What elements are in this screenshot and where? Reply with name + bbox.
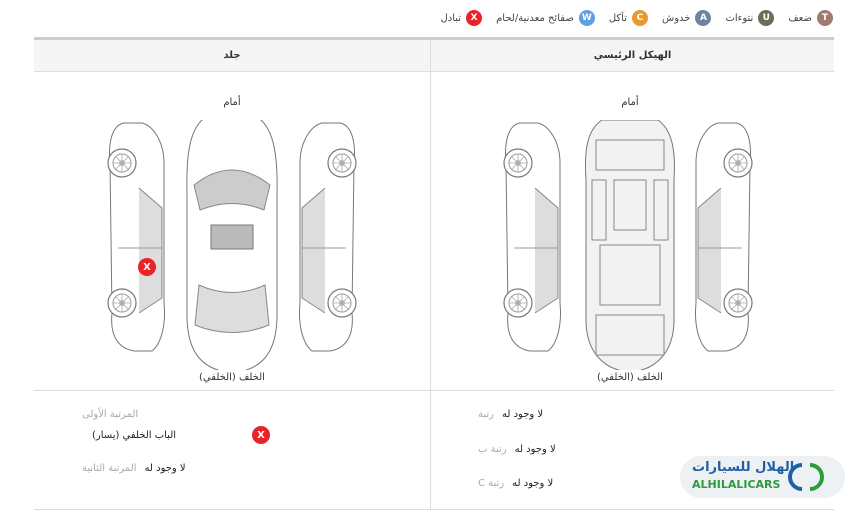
replacement-badge: X <box>252 426 271 444</box>
front-label: أمام <box>621 97 639 108</box>
rank-value: لا وجود له <box>502 409 544 420</box>
legend-item-scratches: A خدوش <box>661 10 712 26</box>
legend-item-weakness: T ضعف <box>788 10 833 26</box>
first-rank-value: الباب الخلفي (يسار) <box>92 429 177 441</box>
second-rank-label: المرتبة الثانية <box>82 463 137 474</box>
legend-item-welding: W صفائح معدنية/لحام <box>496 10 595 26</box>
structure-rank-c-row: لا وجود له رتبة C <box>478 478 553 489</box>
column-divider <box>430 40 431 510</box>
legend-label: ضعف <box>788 12 812 24</box>
leather-car-diagram <box>102 120 367 370</box>
legend-item-dents: U نتوءات <box>725 10 775 26</box>
structure-car-diagram <box>498 120 763 370</box>
damage-marker-rear-door-left[interactable]: X <box>138 258 156 276</box>
legend-badge: C <box>631 10 648 26</box>
alhilal-cars-logo: الهلال للسيارات ALHILALICARS <box>680 456 845 498</box>
legend-badge: X <box>466 10 483 26</box>
logo-mark-icon <box>788 463 824 491</box>
first-rank-label: المرتبة الأولى <box>82 409 139 420</box>
structure-rank-row: لا وجود له رتبة <box>478 409 543 420</box>
legend-label: خدوش <box>661 12 691 24</box>
logo-english: ALHILALICARS <box>692 478 781 491</box>
rank-label: رتبة <box>478 409 494 420</box>
structure-rank-b-row: لا وجود له رتبة ب <box>478 444 556 455</box>
legend-badge: T <box>817 10 833 26</box>
rank-label: رتبة C <box>478 478 505 489</box>
legend-badge: U <box>758 10 775 26</box>
legend: T ضعف U نتوءات A خدوش C تآكل W صفائح معدنية/ل… <box>441 10 833 26</box>
legend-item-corrosion: C تآكل <box>609 10 648 26</box>
legend-badge: W <box>578 10 595 26</box>
first-rank-item: X الباب الخلفي (يسار) <box>92 426 271 444</box>
legend-label: تبادل <box>440 12 462 24</box>
row-divider <box>34 390 834 391</box>
front-label: أمام <box>223 97 241 108</box>
rear-label: الخلف (الخلفي) <box>199 372 265 383</box>
main-structure-header: الهيكل الرئيسي <box>431 40 834 72</box>
legend-badge: A <box>695 10 712 26</box>
legend-item-replacement: X تبادل <box>441 10 483 26</box>
legend-label: صفائح معدنية/لحام <box>496 12 574 24</box>
second-rank-value: لا وجود له <box>144 463 186 474</box>
rank-value: لا وجود له <box>514 444 556 455</box>
second-rank-row: لا وجود له المرتبة الثانية <box>82 463 186 474</box>
leather-header: جلد <box>34 40 430 72</box>
logo-arabic: الهلال للسيارات <box>692 460 795 475</box>
rear-label: الخلف (الخلفي) <box>597 372 663 383</box>
legend-label: تآكل <box>608 12 627 24</box>
inspection-table: جلد الهيكل الرئيسي أمام أمام الخلف (الخل… <box>34 37 834 510</box>
legend-label: نتوءات <box>725 12 754 24</box>
rank-value: لا وجود له <box>512 478 554 489</box>
rank-label: رتبة ب <box>478 444 507 455</box>
